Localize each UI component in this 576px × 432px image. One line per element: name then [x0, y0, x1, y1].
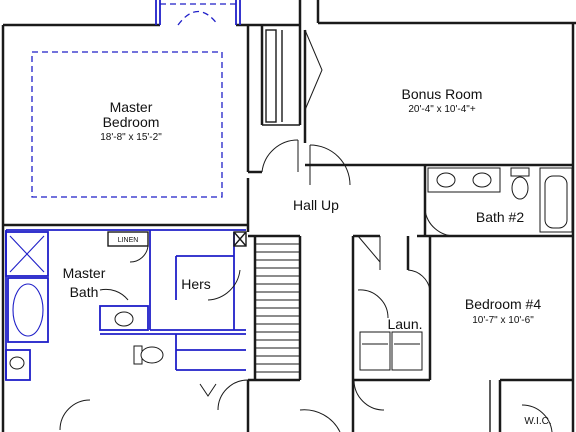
laundry-label: Laun. [387, 316, 422, 332]
fixtures [9, 167, 573, 371]
master-bedroom-dims: 18'-8" x 15'-2" [100, 132, 162, 143]
ceiling-tray-outline [31, 51, 223, 198]
door-swings [59, 139, 553, 432]
bonus-room-label: Bonus Room [402, 86, 483, 102]
bath2-label: Bath #2 [476, 209, 524, 225]
bedroom4-dims: 10'-7" x 10'-6" [472, 315, 534, 326]
wic-label: W.I.C. [524, 416, 551, 427]
bonus-room-dims: 20'-4" x 10'-4"+ [408, 104, 476, 115]
bedroom4-label: Bedroom #4 [465, 296, 541, 312]
bay-window-arc [177, 10, 219, 26]
master-bath-label-line2: Bath [70, 284, 99, 300]
master-bath-walls [5, 229, 247, 381]
hall-label: Hall Up [293, 197, 339, 213]
master-bedroom-label-line2: Bedroom [103, 114, 160, 130]
linen-closet-label: LINEN [118, 237, 139, 244]
master-bedroom-label-line1: Master [110, 99, 153, 115]
staircase [253, 236, 300, 380]
closet-doors [265, 29, 323, 123]
hers-closet-label: Hers [181, 276, 211, 292]
master-bath-label-line1: Master [63, 265, 106, 281]
landing-walls [176, 369, 355, 432]
